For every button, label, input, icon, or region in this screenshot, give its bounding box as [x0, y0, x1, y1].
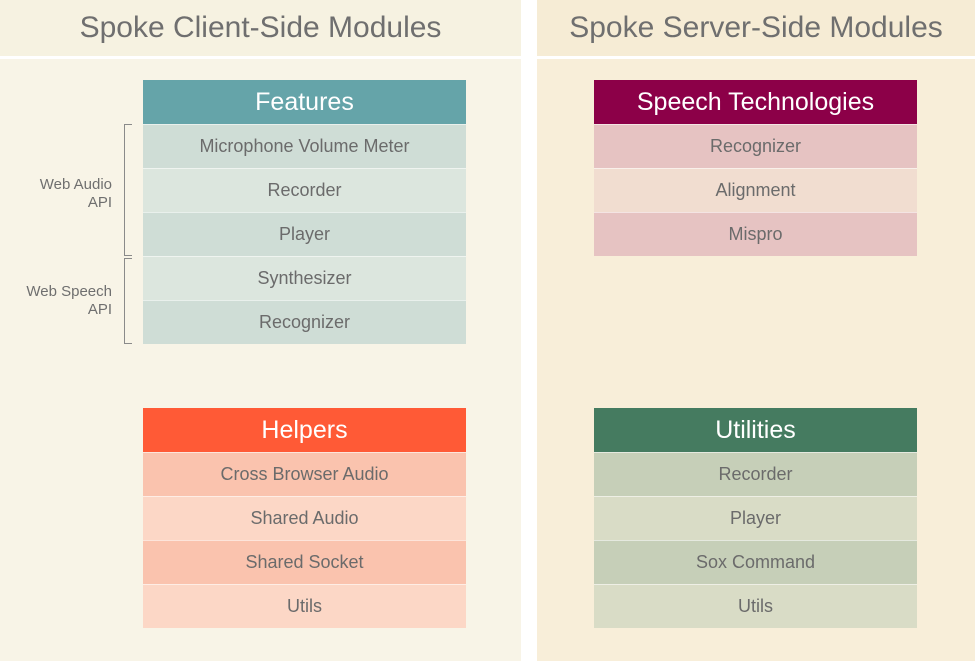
client-side-title: Spoke Client-Side Modules	[0, 0, 521, 59]
helpers-row: Shared Audio	[143, 496, 466, 540]
utilities-title: Utilities	[594, 408, 917, 452]
features-row: Microphone Volume Meter	[143, 124, 466, 168]
speech-technologies-title: Speech Technologies	[594, 80, 917, 124]
helpers-row: Shared Socket	[143, 540, 466, 584]
features-row: Synthesizer	[143, 256, 466, 300]
helpers-title: Helpers	[143, 408, 466, 452]
utilities-row: Player	[594, 496, 917, 540]
features-row: Recorder	[143, 168, 466, 212]
server-side-title: Spoke Server-Side Modules	[537, 0, 975, 59]
speech-technologies-row: Mispro	[594, 212, 917, 256]
helpers-row: Cross Browser Audio	[143, 452, 466, 496]
speech-technologies-row: Alignment	[594, 168, 917, 212]
utilities-row: Sox Command	[594, 540, 917, 584]
features-row: Player	[143, 212, 466, 256]
web-audio-api-bracket	[124, 124, 132, 256]
speech-technologies-row: Recognizer	[594, 124, 917, 168]
features-title: Features	[143, 80, 466, 124]
helpers-row: Utils	[143, 584, 466, 628]
utilities-row: Utils	[594, 584, 917, 628]
features-row: Recognizer	[143, 300, 466, 344]
utilities-row: Recorder	[594, 452, 917, 496]
web-speech-api-bracket	[124, 258, 132, 344]
